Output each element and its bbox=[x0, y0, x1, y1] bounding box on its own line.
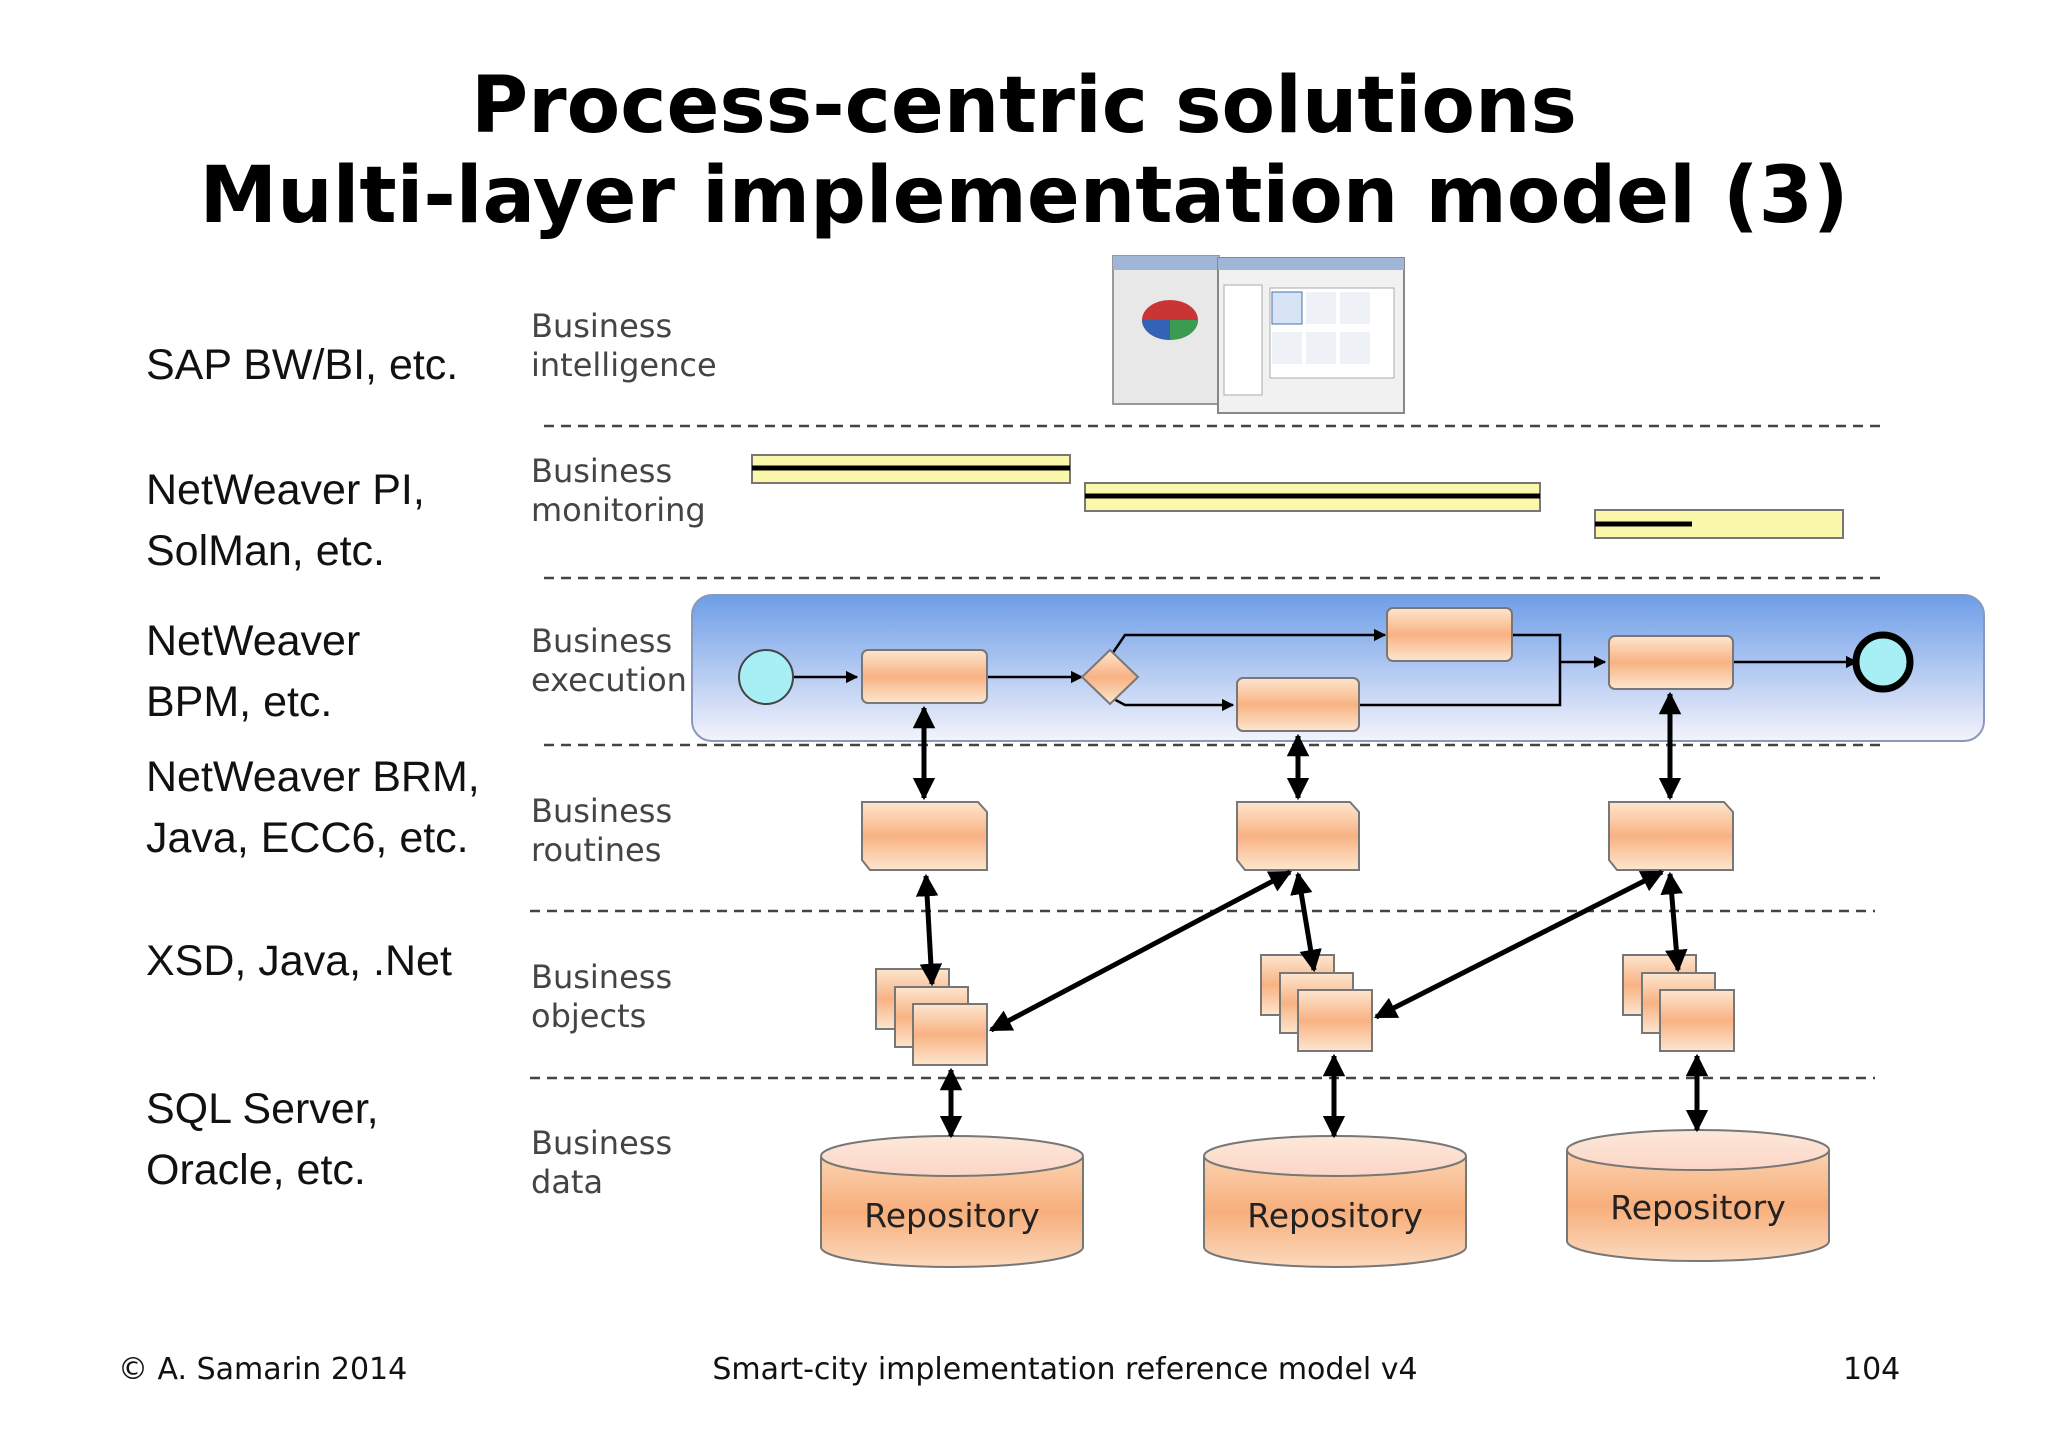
routine-box-2 bbox=[1236, 801, 1360, 871]
tech-line: Oracle, etc. bbox=[146, 1146, 366, 1194]
footer-copyright: © A. Samarin 2014 bbox=[118, 1352, 408, 1387]
layer-label-routines-2: routines bbox=[531, 831, 661, 869]
layer-label-intelligence-2: intelligence bbox=[531, 346, 717, 384]
tech-line: SAP BW/BI, etc. bbox=[146, 341, 459, 389]
tech-line: SolMan, etc. bbox=[146, 527, 385, 575]
layer-label-monitoring-2: monitoring bbox=[531, 491, 706, 529]
object-stack-2 bbox=[1260, 954, 1373, 1052]
layer-label-intelligence-1: Business bbox=[531, 307, 672, 345]
end-event-circle bbox=[1852, 631, 1914, 693]
layer-label-data-2: data bbox=[531, 1163, 603, 1201]
process-flow-lines bbox=[794, 628, 1859, 712]
tech-label-data: SQL Server, Oracle, etc. bbox=[146, 1079, 379, 1201]
object-stack-1 bbox=[875, 968, 988, 1066]
repository-label: Repository bbox=[1247, 1196, 1422, 1235]
start-event-circle bbox=[738, 649, 794, 705]
layer-separators bbox=[530, 424, 1887, 1080]
execution-task-lower bbox=[1236, 677, 1360, 732]
execution-task-1 bbox=[861, 649, 988, 704]
repository-cylinder-1: Repository bbox=[820, 1135, 1084, 1268]
layer-label-execution-1: Business bbox=[531, 622, 672, 660]
footer-page-number: 104 bbox=[1843, 1352, 1901, 1387]
tech-line: XSD, Java, .Net bbox=[146, 937, 452, 985]
monitoring-bar-1 bbox=[751, 454, 1071, 484]
tech-line: BPM, etc. bbox=[146, 678, 333, 726]
tech-label-objects: XSD, Java, .Net bbox=[146, 931, 452, 992]
tech-label-routines: NetWeaver BRM, Java, ECC6, etc. bbox=[146, 747, 480, 869]
tech-line: Java, ECC6, etc. bbox=[146, 814, 469, 862]
execution-task-upper bbox=[1386, 607, 1513, 662]
bi-screenshot-image bbox=[1112, 255, 1405, 414]
layer-label-execution-2: execution bbox=[531, 661, 687, 699]
tech-label-execution: NetWeaver BPM, etc. bbox=[146, 611, 360, 733]
monitoring-bar-2 bbox=[1084, 482, 1541, 512]
layer-label-routines-1: Business bbox=[531, 792, 672, 830]
repository-cylinder-2: Repository bbox=[1203, 1135, 1467, 1268]
title-line-2: Multi-layer implementation model (3) bbox=[199, 151, 1849, 241]
tech-line: SQL Server, bbox=[146, 1085, 379, 1133]
tech-line: NetWeaver PI, bbox=[146, 466, 425, 514]
tech-line: NetWeaver bbox=[146, 617, 361, 665]
layer-label-data-1: Business bbox=[531, 1124, 672, 1162]
tech-label-bi: SAP BW/BI, etc. bbox=[146, 335, 458, 396]
layer-label-objects-2: objects bbox=[531, 997, 646, 1035]
title-line-1: Process-centric solutions bbox=[471, 61, 1577, 151]
tech-label-monitoring: NetWeaver PI, SolMan, etc. bbox=[146, 460, 425, 582]
repository-label: Repository bbox=[864, 1196, 1039, 1235]
layer-label-monitoring-1: Business bbox=[531, 452, 672, 490]
gateway-diamond bbox=[1080, 648, 1140, 706]
repository-cylinder-3: Repository bbox=[1566, 1129, 1830, 1262]
execution-task-final bbox=[1608, 635, 1734, 690]
layer-connectors bbox=[912, 691, 1709, 1139]
footer-center-text: Smart-city implementation reference mode… bbox=[712, 1352, 1418, 1387]
routine-box-3 bbox=[1608, 801, 1734, 871]
routine-box-1 bbox=[861, 801, 988, 871]
monitoring-bar-3 bbox=[1594, 509, 1844, 539]
tech-line: NetWeaver BRM, bbox=[146, 753, 480, 801]
repository-label: Repository bbox=[1610, 1188, 1785, 1227]
layer-label-objects-1: Business bbox=[531, 958, 672, 996]
